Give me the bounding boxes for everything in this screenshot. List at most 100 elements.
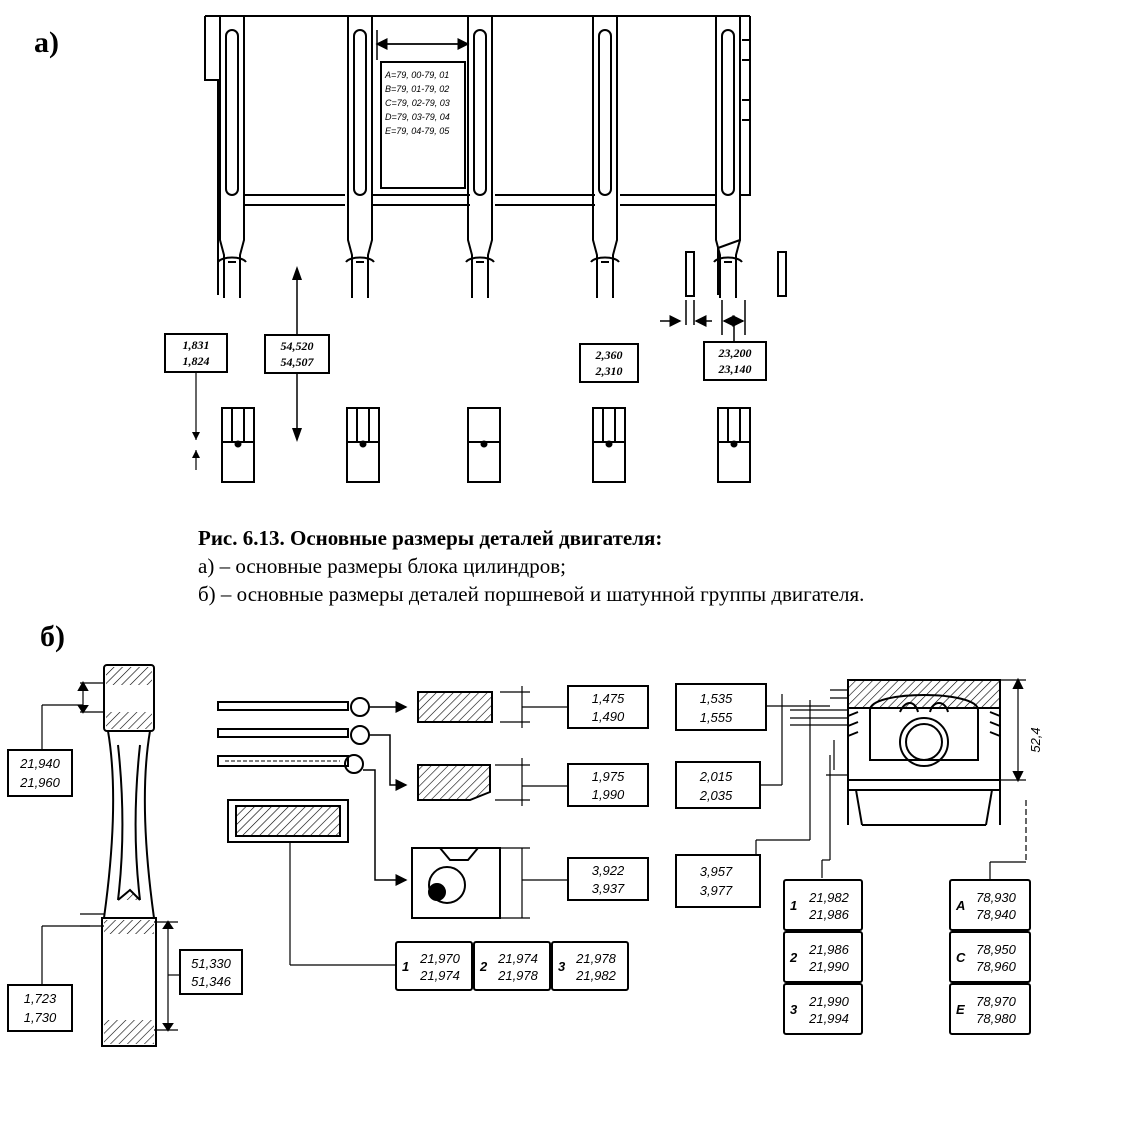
class-number: 1 [402, 959, 409, 974]
top-ring-max: 1,490 [592, 709, 625, 724]
bore-class-row: C=79, 02-79, 03 [385, 98, 450, 108]
class-value-low: 21,986 [808, 942, 850, 957]
bearing-thickness-dim: 1,831 1,824 [164, 333, 228, 470]
caption-line-a: а) – основные размеры блока цилиндров; [198, 554, 566, 578]
piston [755, 677, 1027, 880]
oil-ring-min: 3,922 [592, 863, 625, 878]
class-box: 3 21,978 21,982 [551, 941, 629, 991]
block-web [592, 16, 618, 298]
class-number: A [955, 898, 965, 913]
class-value-low: 78,970 [976, 994, 1017, 1009]
bearing-shell [592, 407, 626, 483]
class-value-high: 78,980 [976, 1011, 1017, 1026]
oil-ring-dim: 3,922 3,937 [567, 857, 649, 901]
class-value-low: 21,978 [575, 951, 617, 966]
groove2-min: 2,015 [699, 769, 733, 784]
thrust-ring-min: 2,310 [595, 364, 623, 378]
block-web [347, 16, 373, 298]
bearing-thickness-max: 1,831 [183, 338, 210, 352]
class-value-low: 21,982 [808, 890, 850, 905]
bore-dimension: A=79, 00-79, 01 B=79, 01-79, 02 C=79, 02-7… [375, 30, 470, 189]
rod-bearing-min: 1,730 [24, 1010, 57, 1025]
bore-class-row: B=79, 01-79, 02 [385, 84, 449, 94]
second-ring-max: 1,990 [592, 787, 625, 802]
groove1-min: 1,535 [700, 691, 733, 706]
oil-ring-max: 3,937 [592, 881, 625, 896]
top-ring-min: 1,475 [592, 691, 625, 706]
bore-class-row: A=79, 00-79, 01 [384, 70, 449, 80]
bearing-cap [713, 256, 743, 263]
block-web [219, 16, 245, 298]
figure-caption: Рис. 6.13. Основные размеры деталей двиг… [198, 524, 1098, 608]
thrust-ring-dim: 2,360 2,310 [579, 343, 639, 383]
groove3-dim: 3,957 3,977 [675, 854, 761, 908]
class-value-high: 78,960 [976, 959, 1017, 974]
class-value-low: 21,970 [419, 951, 461, 966]
class-box: 2 21,986 21,990 [783, 931, 863, 983]
cylinder-block-section [204, 15, 751, 298]
small-end-dim: 21,940 21,960 [7, 749, 73, 797]
class-box: E 78,970 78,980 [949, 983, 1031, 1035]
groove3-max: 3,977 [700, 883, 733, 898]
caption-title: Рис. 6.13. Основные размеры деталей двиг… [198, 526, 663, 550]
pin-hole-class-table: 1 21,982 21,986 2 21,986 21,990 3 21,990 21,994 [783, 879, 863, 1035]
small-end-min: 21,960 [19, 775, 61, 790]
class-number: 2 [789, 950, 798, 965]
class-number: C [956, 950, 966, 965]
groove1-dim: 1,535 1,555 [675, 683, 767, 731]
top-ring-dim: 1,475 1,490 [567, 685, 649, 729]
class-value-low: 78,950 [976, 942, 1017, 957]
class-number: 2 [479, 959, 488, 974]
groove2-max: 2,035 [699, 788, 733, 803]
small-end-max: 21,940 [19, 756, 61, 771]
big-end-min: 51,346 [191, 974, 232, 989]
rod-bearing-max: 1,723 [24, 991, 57, 1006]
thrust-width-dim: 23,200 23,140 [703, 341, 767, 381]
thrust-half-rings [660, 251, 787, 342]
second-ring-min: 1,975 [592, 769, 625, 784]
class-value-low: 21,990 [808, 994, 850, 1009]
bearing-shell [221, 407, 255, 483]
bearing-shell [467, 407, 501, 483]
class-box: 3 21,990 21,994 [783, 983, 863, 1035]
caption-line-b: б) – основные размеры деталей поршневой … [198, 582, 865, 606]
big-end-max: 51,330 [191, 956, 232, 971]
class-value-high: 21,994 [808, 1011, 849, 1026]
bore-class-row: D=79, 03-79, 04 [385, 112, 450, 122]
class-number: 1 [790, 898, 797, 913]
class-value-high: 21,990 [808, 959, 850, 974]
class-box: 1 21,982 21,986 [783, 879, 863, 931]
main-bore-min: 54,507 [281, 355, 315, 369]
panel-b-label: б) [40, 620, 65, 653]
main-bore-max: 54,520 [281, 339, 314, 353]
thrust-width-max: 23,200 [718, 346, 752, 360]
bearing-shell [717, 407, 751, 483]
rod-bearing-dim: 1,723 1,730 [7, 984, 73, 1032]
class-value-high: 21,974 [419, 968, 460, 983]
bearing-cap [465, 256, 495, 263]
panel-a-label: а) [34, 26, 59, 59]
class-value-low: 78,930 [976, 890, 1017, 905]
class-value-high: 21,986 [808, 907, 850, 922]
class-value-low: 21,974 [497, 951, 538, 966]
bearing-cap [345, 256, 375, 263]
bearing-cap [217, 256, 247, 263]
class-number: E [956, 1002, 965, 1017]
block-web [715, 16, 741, 298]
piston-height-label: 52,4 [1028, 727, 1043, 752]
big-end-dim: 51,330 51,346 [168, 949, 243, 995]
bore-class-row: E=79, 04-79, 05 [385, 126, 450, 136]
groove3-min: 3,957 [700, 864, 733, 879]
class-number: 3 [558, 959, 566, 974]
bearing-shell [346, 407, 380, 483]
class-number: 3 [790, 1002, 798, 1017]
thrust-ring-max: 2,360 [595, 348, 623, 362]
class-value-high: 21,982 [575, 968, 617, 983]
piston-rings [217, 686, 568, 966]
groove2-dim: 2,015 2,035 [675, 761, 761, 809]
bearing-thickness-min: 1,824 [183, 354, 210, 368]
